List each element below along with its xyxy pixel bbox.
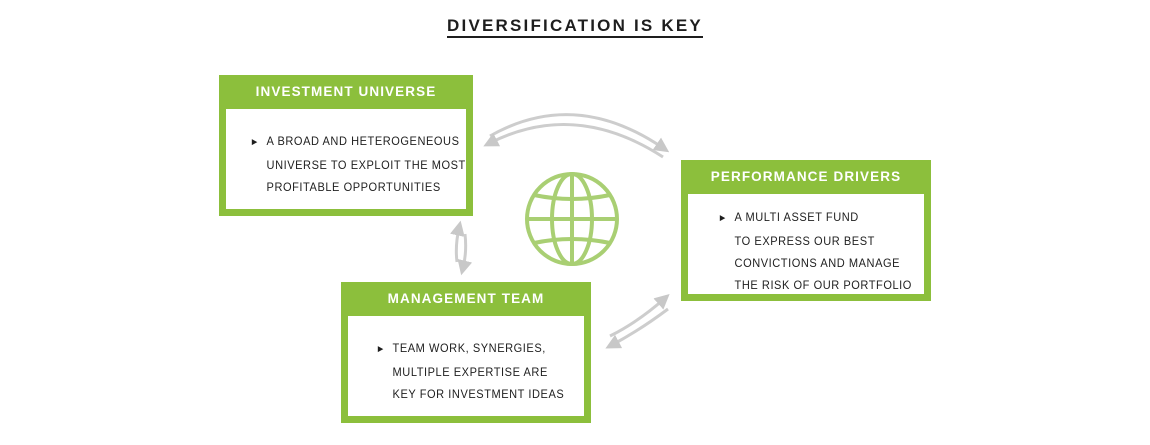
box-header: PERFORMANCE DRIVERS (710, 169, 902, 184)
page-title: DIVERSIFICATION IS KEY (0, 16, 1150, 38)
bullet-line: THE RISK OF OUR PORTFOLIO (734, 278, 912, 292)
bullet-line: MULTIPLE EXPERTISE ARE (392, 365, 548, 379)
bullet-line: ►A BROAD AND HETEROGENEOUS (250, 130, 459, 154)
box-body: ►A MULTI ASSET FUND TO EXPRESS OUR BEST … (688, 194, 924, 294)
bullet-line: TO EXPRESS OUR BEST (734, 234, 875, 248)
management-team-box: MANAGEMENT TEAM ►TEAM WORK, SYNERGIES, M… (341, 282, 591, 423)
investment-universe-box: INVESTMENT UNIVERSE ►A BROAD AND HETEROG… (219, 75, 473, 216)
bullet-line: PROFITABLE OPPORTUNITIES (266, 180, 441, 194)
bullet-line: CONVICTIONS AND MANAGE (734, 256, 901, 270)
bullet-line: ►TEAM WORK, SYNERGIES, (376, 337, 567, 361)
double-arrow-icon (605, 294, 670, 349)
double-arrow-icon (450, 220, 473, 276)
bullet-line: UNIVERSE TO EXPLOIT THE MOST (266, 158, 466, 172)
bullet-line: ►A MULTI ASSET FUND (718, 206, 908, 230)
title-text: DIVERSIFICATION IS KEY (447, 16, 703, 38)
box-header: INVESTMENT UNIVERSE (255, 84, 437, 99)
bullet-arrow-icon: ► (250, 137, 260, 148)
bullet-arrow-icon: ► (376, 344, 386, 355)
performance-drivers-box: PERFORMANCE DRIVERS ►A MULTI ASSET FUND … (681, 160, 931, 301)
bullet-arrow-icon: ► (718, 213, 728, 224)
box-body: ►A BROAD AND HETEROGENEOUS UNIVERSE TO E… (226, 109, 466, 209)
bullet-line: KEY FOR INVESTMENT IDEAS (392, 387, 565, 401)
box-body: ►TEAM WORK, SYNERGIES, MULTIPLE EXPERTIS… (348, 316, 584, 416)
globe-icon (525, 172, 619, 266)
box-header: MANAGEMENT TEAM (387, 291, 545, 306)
double-arrow-icon (483, 113, 670, 159)
